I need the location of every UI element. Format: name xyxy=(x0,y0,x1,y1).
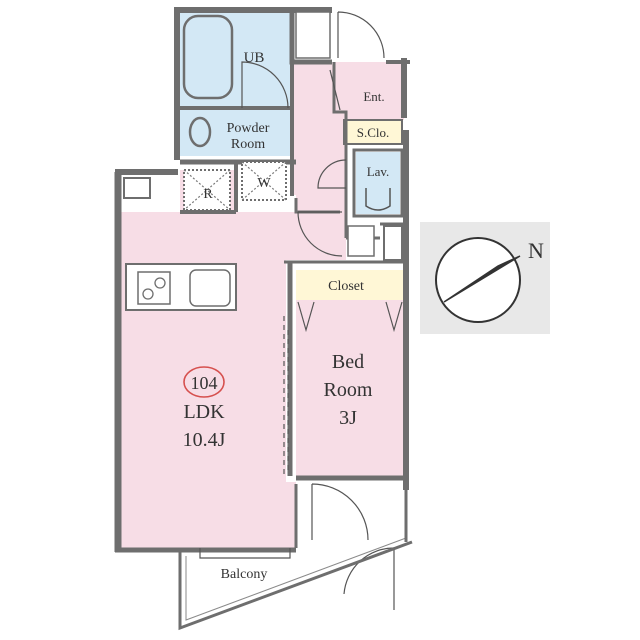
label-shoe-closet: S.Clo. xyxy=(357,125,390,140)
label-entrance: Ent. xyxy=(363,89,384,104)
stove xyxy=(137,271,171,305)
burner-icon xyxy=(154,277,166,289)
toilet xyxy=(188,116,212,148)
bedroom-floor xyxy=(296,300,406,476)
lavatory-floor xyxy=(356,152,400,214)
burner-icon xyxy=(142,288,154,300)
entrance-floor xyxy=(334,62,404,120)
label-balcony: Balcony xyxy=(221,567,268,582)
label-ldk: LDK xyxy=(183,401,225,423)
label-powder-1: Powder xyxy=(227,121,270,136)
shoe-closet-floor xyxy=(344,120,402,144)
label-refrigerator: R xyxy=(203,187,213,202)
label-bed-2: Room xyxy=(324,379,373,401)
label-ldk-size: 10.4J xyxy=(183,429,226,451)
doors xyxy=(199,11,403,610)
lavatory-basin xyxy=(365,188,391,211)
label-powder-2: Room xyxy=(231,137,265,152)
closet-floor xyxy=(296,270,404,300)
compass-icon xyxy=(435,237,521,323)
sink xyxy=(189,269,231,307)
label-washer: W xyxy=(257,176,271,191)
room-number-circle xyxy=(183,366,225,398)
label-lavatory: Lav. xyxy=(367,164,390,179)
room-number: 104 xyxy=(191,373,218,393)
balcony-outline xyxy=(178,482,413,631)
label-bed-1: Bed xyxy=(332,351,364,373)
refrigerator-space xyxy=(183,169,231,211)
powder-room-floor xyxy=(180,108,290,156)
label-closet: Closet xyxy=(328,279,364,294)
kitchen-counter xyxy=(125,263,237,311)
label-ub: UB xyxy=(244,50,265,66)
label-bed-size: 3J xyxy=(339,407,357,429)
bathtub xyxy=(182,14,234,100)
compass-label: N xyxy=(528,238,544,263)
